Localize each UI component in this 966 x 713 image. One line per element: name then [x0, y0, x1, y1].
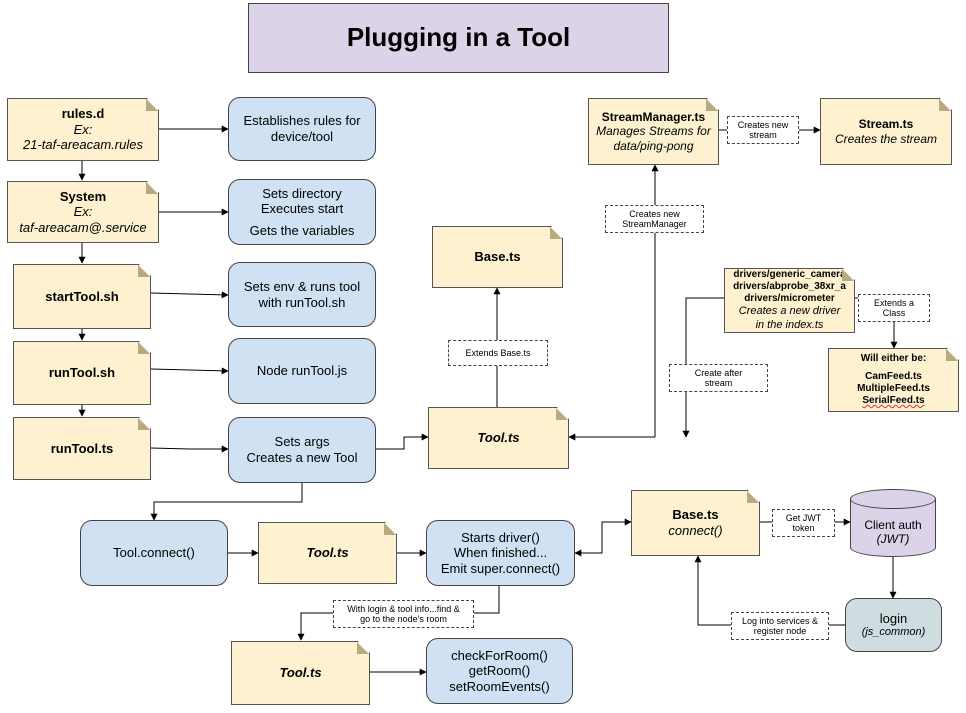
extends-base-label: Extends Base.ts — [448, 340, 548, 366]
run-tool-sh-note: runTool.sh — [13, 341, 151, 405]
tool-ts-note: Tool.ts — [428, 407, 569, 469]
with-login-label: With login & tool info...find & go to th… — [333, 600, 474, 628]
get-jwt-label: Get JWT token — [772, 509, 835, 537]
arrow-setsargs-to-toolconnect — [150, 483, 303, 521]
arrow-starttool-to-setsenv — [150, 291, 229, 299]
starts-driver-box: Starts driver() When finished... Emit su… — [426, 520, 575, 586]
login-box: login (js_common) — [845, 598, 942, 652]
arrow-runtoolsh-to-node — [150, 367, 229, 375]
start-tool-sh-note: startTool.sh — [13, 264, 151, 329]
client-auth-label: Client auth (JWT) — [864, 517, 922, 546]
creates-new-stream-label: Creates new stream — [727, 116, 799, 144]
rules-d-file: 21-taf-areacam.rules — [23, 137, 143, 153]
arrow-startsdriver-basets — [574, 518, 632, 557]
tool-ts-bottom-note: Tool.ts — [231, 641, 370, 705]
room-methods-box: checkForRoom() getRoom() setRoomEvents() — [426, 638, 573, 704]
system-name: System — [59, 188, 107, 204]
sets-env-box: Sets env & runs tool with runTool.sh — [228, 262, 376, 327]
tool-ts-connect-note: Tool.ts — [258, 522, 397, 584]
run-tool-ts-note: runTool.ts — [13, 417, 151, 480]
arrow-runtoolts-to-setsargs — [150, 445, 229, 453]
system-note: System Ex: taf-areacam@.service — [7, 181, 159, 243]
page-title: Plugging in a Tool — [248, 3, 669, 73]
rules-d-note: rules.d Ex: 21-taf-areacam.rules — [7, 98, 159, 161]
creates-new-manager-label: Creates new StreamManager — [605, 205, 704, 233]
base-ts-connect-note: Base.ts connect() — [631, 490, 760, 556]
tool-connect-box: Tool.connect() — [80, 520, 228, 586]
base-ts-note: Base.ts — [432, 226, 563, 288]
arrow-setsargs-to-toolts — [376, 433, 429, 450]
stream-ts-note: Stream.ts Creates the stream — [820, 98, 952, 165]
system-ex: Ex: — [73, 204, 93, 220]
rules-d-ex: Ex: — [73, 121, 93, 137]
create-after-stream-label: Create after stream — [669, 364, 768, 392]
establishes-rules-box: Establishes rules for device/tool — [228, 97, 376, 161]
either-note: Will either be: CamFeed.ts MultipleFeed.… — [828, 348, 959, 412]
extends-class-label: Extends a Class — [858, 294, 930, 322]
stream-manager-note: StreamManager.ts Manages Streams for dat… — [588, 98, 719, 165]
system-file: taf-areacam@.service — [19, 219, 147, 235]
rules-d-name: rules.d — [61, 106, 105, 122]
client-auth-cylinder-top — [850, 489, 936, 509]
node-run-box: Node runTool.js — [228, 338, 376, 404]
stream-manager-name: StreamManager.ts — [601, 109, 706, 124]
sets-args-box: Sets args Creates a new Tool — [228, 417, 376, 483]
drivers-note: drivers/generic_camera drivers/abprobe_3… — [724, 268, 855, 333]
sets-directory-box: Sets directory Executes start Gets the v… — [228, 179, 376, 245]
log-into-label: Log into services & register node — [731, 612, 829, 640]
